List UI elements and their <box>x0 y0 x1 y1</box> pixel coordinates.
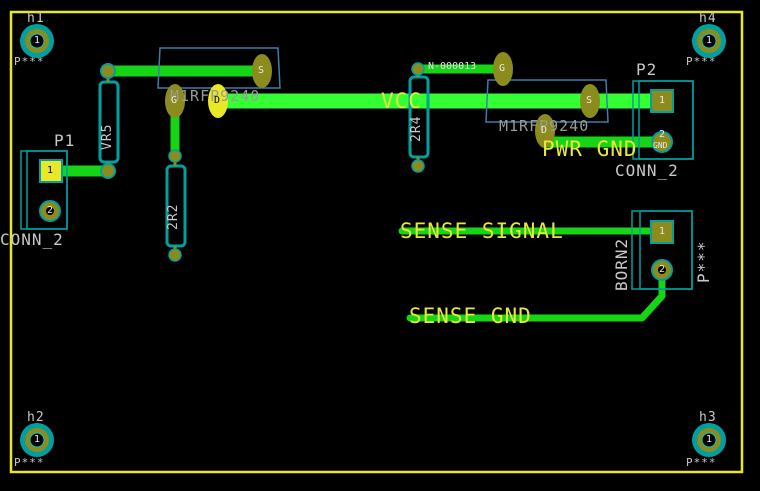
pad-r4-2 <box>411 159 425 173</box>
pad-q1-s <box>252 54 272 88</box>
padnum-p2-1: 1 <box>659 95 666 106</box>
value-p1: CONN_2 <box>0 230 64 249</box>
ref-p2: P2 <box>636 60 658 79</box>
net-label-vcc: VCC <box>381 89 422 113</box>
mounting-hole-h1 <box>20 24 54 58</box>
value-q1: M1RFP9240 <box>170 87 261 105</box>
ref-h1: h1 <box>27 11 45 26</box>
net-label-sense-gnd: SENSE GND <box>409 304 532 328</box>
q1-outline <box>157 47 281 89</box>
value-p2: CONN_2 <box>615 161 679 180</box>
ref-h3: h3 <box>699 410 717 425</box>
pad-q2-s <box>580 84 600 118</box>
ref-h2: h2 <box>27 410 45 425</box>
padnum-q1-s: S <box>258 65 265 76</box>
value-bornier: BORN2 <box>612 237 631 291</box>
connector-outlines <box>20 80 694 290</box>
padnum-q2-d: D <box>541 125 548 136</box>
value-h1: P*** <box>14 55 45 68</box>
pads <box>39 52 674 281</box>
padnum-h1: 1 <box>34 35 41 46</box>
padnum-h4: 1 <box>706 35 713 46</box>
value-h4: P*** <box>686 55 717 68</box>
pad-p2-1 <box>650 89 674 113</box>
ref-vr5: VR5 <box>100 123 115 150</box>
padnum-q2-g: G <box>499 63 506 74</box>
pad-vr5-1 <box>100 63 116 79</box>
pad-q2-d <box>535 114 555 148</box>
value-h3: P*** <box>686 456 717 469</box>
pad-p1-1 <box>39 159 63 183</box>
value-h2: P*** <box>14 456 45 469</box>
born-inner <box>639 210 693 290</box>
pad-q1-d <box>208 84 228 118</box>
pad-q1-g <box>165 84 185 118</box>
padnum-p1-1: 1 <box>47 165 54 176</box>
pad-q2-g <box>493 52 513 86</box>
padnum-born-2: 2 <box>659 264 666 275</box>
board-outline <box>9 10 744 474</box>
tracks <box>44 64 668 322</box>
ref-r2: 2R2 <box>166 203 181 230</box>
mounting-hole-h2 <box>20 423 54 457</box>
padnum-q1-d: D <box>214 95 221 106</box>
padnum-p2-2: 2 <box>659 129 666 140</box>
ref-p1: P1 <box>54 131 76 150</box>
p1-inner <box>26 150 68 230</box>
pad-p2-2 <box>651 131 673 153</box>
value-q2: M1RFP9240 <box>499 117 590 135</box>
pad-r2-2 <box>168 248 182 262</box>
mounting-holes <box>20 24 726 457</box>
ref-h4: h4 <box>699 11 717 26</box>
net-label-pwr-gnd: PWR GND <box>542 137 638 161</box>
pad-r4-1 <box>411 62 425 76</box>
resistor-vr5-body <box>98 80 120 164</box>
padnum-p1-2: 2 <box>47 205 54 216</box>
ref-bornier: P*** <box>694 240 713 283</box>
pad-vr5-2 <box>100 163 116 179</box>
track-sense-gnd <box>406 266 666 322</box>
net-label-sense-signal: SENSE SIGNAL <box>400 219 564 243</box>
mounting-hole-h3 <box>692 423 726 457</box>
padnum-q2-s: S <box>586 95 593 106</box>
pad-born-1 <box>650 220 674 244</box>
padnum-h2: 1 <box>34 434 41 445</box>
transistor-outlines <box>157 47 609 123</box>
net-label-n13: N-000013 <box>428 61 477 72</box>
mounting-hole-h4 <box>692 24 726 58</box>
pad-r2-1 <box>168 149 182 163</box>
padnum-born-1: 1 <box>659 226 666 237</box>
ref-r4: 2R4 <box>409 115 424 142</box>
p2-inner <box>638 80 694 160</box>
padnum-h3: 1 <box>706 434 713 445</box>
padnum-q1-g: G <box>171 95 178 106</box>
q2-outline <box>485 79 609 123</box>
padnum-gnd: GND <box>653 141 668 150</box>
